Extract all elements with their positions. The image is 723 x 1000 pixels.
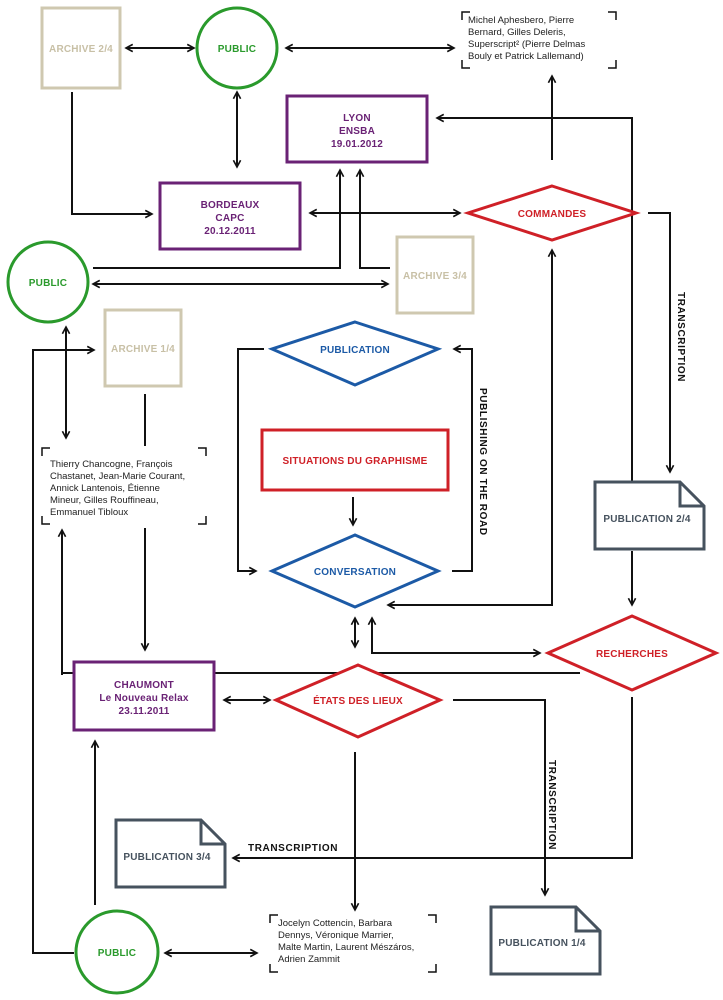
people-top-box: Michel Aphesbero, Pierre Bernard, Gilles… <box>461 11 617 69</box>
situations-label: SITUATIONS DU GRAPHISME <box>283 456 428 467</box>
people-top-line-2: Bernard, Gilles Deleris, <box>468 27 566 38</box>
archive-1-4-label: ARCHIVE 1/4 <box>111 344 175 355</box>
publication-3-4-node: PUBLICATION 3/4 <box>114 818 227 889</box>
transcription-bottom-label: TRANSCRIPTION <box>248 843 338 854</box>
edge-etats-p14 <box>453 699 545 895</box>
publication-1-4-node: PUBLICATION 1/4 <box>489 905 602 976</box>
bordeaux-line-1: BORDEAUX <box>201 200 260 211</box>
etats-des-lieux-label: ÉTATS DES LIEUX <box>313 694 403 707</box>
situations-node: SITUATIONS DU GRAPHISME <box>260 428 450 492</box>
chaumont-node: CHAUMONT Le Nouveau Relax 23.11.2011 <box>72 660 216 732</box>
edge-public-lyon <box>93 170 340 269</box>
public-top-label: PUBLIC <box>218 44 256 55</box>
publication-2-4-node: PUBLICATION 2/4 <box>593 480 706 551</box>
recherches-node: RECHERCHES <box>544 614 720 692</box>
people-left-line-1: Thierry Chancogne, François <box>50 459 173 470</box>
publication-label: PUBLICATION <box>320 345 390 356</box>
lyon-line-1: LYON <box>343 113 371 124</box>
archive-3-4-node: ARCHIVE 3/4 <box>395 235 475 315</box>
bordeaux-node: BORDEAUX CAPC 20.12.2011 <box>158 181 302 251</box>
people-left-line-5: Emmanuel Tibloux <box>50 507 128 518</box>
people-bottom-line-4: Adrien Zammit <box>278 954 340 965</box>
publication-3-4-label: PUBLICATION 3/4 <box>123 852 211 863</box>
archive-2-4-node: ARCHIVE 2/4 <box>40 6 122 90</box>
edges <box>32 48 670 954</box>
people-left-line-4: Mineur, Gilles Rouffineau, <box>50 495 159 506</box>
edge-conversation-commandes <box>388 250 552 605</box>
people-bottom-line-2: Dennys, Véronique Marrier, <box>278 930 394 941</box>
chaumont-line-3: 23.11.2011 <box>119 706 170 717</box>
bordeaux-line-3: 20.12.2011 <box>204 226 256 237</box>
archive-2-4-label: ARCHIVE 2/4 <box>49 44 113 55</box>
people-left-box: Thierry Chancogne, François Chastanet, J… <box>41 447 207 525</box>
people-top-line-4: Bouly et Patrick Lallemand) <box>468 51 584 62</box>
lyon-line-3: 19.01.2012 <box>331 139 383 150</box>
public-bottom-label: PUBLIC <box>98 948 136 959</box>
edge-commandes-transcription <box>648 212 670 472</box>
edge-archive24-bordeaux <box>71 92 152 214</box>
conversation-label: CONVERSATION <box>314 567 396 578</box>
conversation-node: CONVERSATION <box>268 533 442 609</box>
people-bottom-line-3: Malte Martin, Laurent Mészáros, <box>278 942 414 953</box>
edge-archive34-lyon <box>360 170 390 269</box>
chaumont-line-2: Le Nouveau Relax <box>99 693 189 704</box>
people-left-line-2: Chastanet, Jean-Marie Courant, <box>50 471 185 482</box>
lyon-node: LYON ENSBA 19.01.2012 <box>285 94 429 164</box>
public-top-node: PUBLIC <box>195 6 279 90</box>
bordeaux-line-2: CAPC <box>215 213 244 224</box>
edge-p24-lyon <box>437 118 633 482</box>
commandes-label: COMMANDES <box>518 209 587 220</box>
edge-publicbottom-archive14 <box>32 350 94 954</box>
publishing-on-the-road-label: PUBLISHING ON THE ROAD <box>477 388 488 536</box>
edge-conversation-recherches <box>372 618 540 653</box>
publication-1-4-label: PUBLICATION 1/4 <box>498 938 586 949</box>
public-left-node: PUBLIC <box>6 240 90 324</box>
people-top-line-1: Michel Aphesbero, Pierre <box>468 15 574 26</box>
edge-recherches-p34 <box>233 697 633 858</box>
public-left-label: PUBLIC <box>29 278 67 289</box>
chaumont-line-1: CHAUMONT <box>114 680 174 691</box>
public-bottom-node: PUBLIC <box>74 909 160 995</box>
etats-des-lieux-node: ÉTATS DES LIEUX <box>272 663 444 739</box>
edge-publication-conversation <box>237 348 264 571</box>
recherches-label: RECHERCHES <box>596 649 668 660</box>
people-left-line-3: Annick Lantenois, Étienne <box>50 483 160 494</box>
people-bottom-line-1: Jocelyn Cottencin, Barbara <box>278 918 393 929</box>
publication-node: PUBLICATION <box>267 320 443 387</box>
edge-publishing-road <box>452 349 473 572</box>
publication-2-4-label: PUBLICATION 2/4 <box>603 514 691 525</box>
archive-1-4-node: ARCHIVE 1/4 <box>103 308 183 388</box>
transcription-mid-label: TRANSCRIPTION <box>546 760 557 850</box>
people-bottom-box: Jocelyn Cottencin, Barbara Dennys, Véron… <box>269 914 437 973</box>
archive-3-4-label: ARCHIVE 3/4 <box>403 271 467 282</box>
people-top-line-3: Superscript² (Pierre Delmas <box>468 39 585 50</box>
transcription-right-label: TRANSCRIPTION <box>675 292 686 382</box>
commandes-node: COMMANDES <box>463 184 641 242</box>
lyon-line-2: ENSBA <box>339 126 375 137</box>
